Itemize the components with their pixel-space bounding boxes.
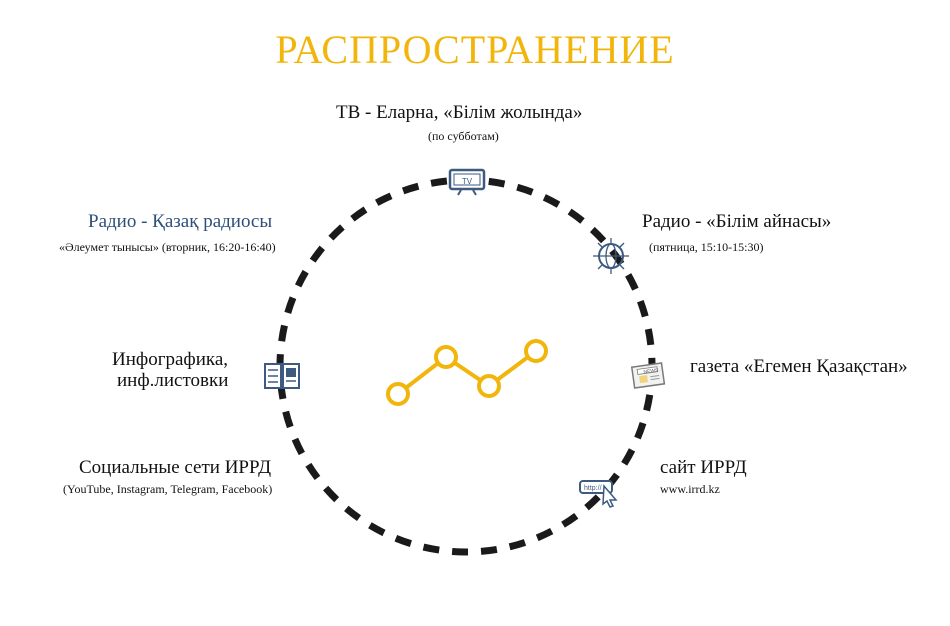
globe-network-icon bbox=[593, 238, 629, 274]
newspaper-icon-text: NEWS bbox=[643, 367, 659, 375]
page-title: РАСПРОСТРАНЕНИЕ bbox=[275, 27, 675, 72]
tv-icon: TV bbox=[448, 168, 486, 196]
social-note: (YouTube, Instagram, Telegram, Facebook) bbox=[63, 482, 273, 496]
infographics-line2: инф.листовки bbox=[117, 370, 229, 391]
browser-cursor-icon: http:// bbox=[579, 480, 618, 508]
radio-bilim-label: Радио - «Білім айнасы» bbox=[642, 211, 832, 232]
infographics-line1: Инфографика, bbox=[112, 349, 229, 370]
radio-kz-note: «Әлеумет тынысы» (вторник, 16:20-16:40) bbox=[59, 240, 276, 254]
tv-icon-text: TV bbox=[462, 177, 473, 186]
browser-icon-text: http:// bbox=[584, 485, 602, 492]
tv-label: ТВ - Еларна, «Білім жолында» bbox=[336, 102, 583, 123]
radio-kz-label: Радио - Қазақ радиосы bbox=[88, 211, 273, 232]
newspaper-label: газета «Егемен Қазақстан» bbox=[690, 356, 908, 377]
newspaper-icon: NEWS bbox=[630, 362, 666, 389]
radio-bilim-note: (пятница, 15:10-15:30) bbox=[649, 240, 764, 254]
leaflet-icon bbox=[264, 363, 300, 389]
website-note: www.irrd.kz bbox=[660, 482, 720, 496]
social-label: Социальные сети ИРРД bbox=[79, 457, 272, 478]
website-label: сайт ИРРД bbox=[660, 457, 747, 478]
dashed-ring bbox=[276, 176, 656, 556]
trend-line-icon bbox=[386, 339, 548, 406]
tv-note: (по субботам) bbox=[428, 129, 499, 143]
